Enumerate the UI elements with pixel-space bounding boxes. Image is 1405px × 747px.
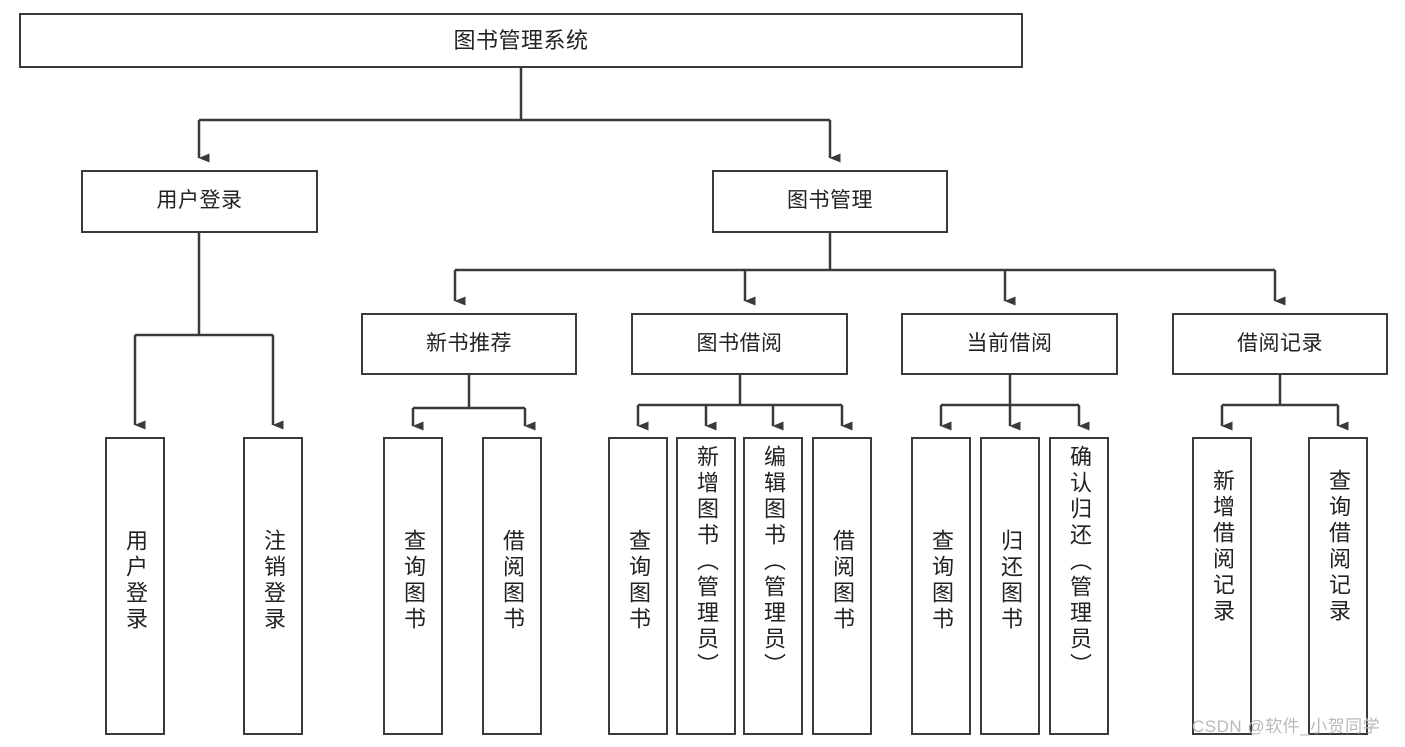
leaf-node-borrow-book-recommendation[interactable]: 借阅图书 — [482, 437, 542, 735]
node-label: 查询借阅记录 — [1326, 469, 1351, 625]
leaf-node-edit-book-admin[interactable]: 编辑图书（管理员） — [743, 437, 803, 735]
node-label: 借阅图书 — [500, 529, 525, 633]
node-label: 图书管理 — [787, 189, 873, 213]
node-current-borrow[interactable]: 当前借阅 — [901, 313, 1118, 375]
leaf-node-return-book[interactable]: 归还图书 — [980, 437, 1040, 735]
node-label: 归还图书 — [998, 529, 1023, 633]
node-book-borrow[interactable]: 图书借阅 — [631, 313, 848, 375]
node-label: 借阅记录 — [1237, 331, 1323, 355]
node-label: 注销登录 — [261, 529, 286, 633]
node-label: 编辑图书（管理员） — [761, 445, 786, 679]
node-new-book-recommendation[interactable]: 新书推荐 — [361, 313, 577, 375]
leaf-node-logout-login[interactable]: 注销登录 — [243, 437, 303, 735]
leaf-node-add-book-admin[interactable]: 新增图书（管理员） — [676, 437, 736, 735]
node-label: 借阅图书 — [830, 529, 855, 633]
leaf-node-user-login[interactable]: 用户登录 — [105, 437, 165, 735]
node-label: 图书借阅 — [696, 331, 783, 355]
leaf-node-borrow-book[interactable]: 借阅图书 — [812, 437, 872, 735]
node-label: 图书管理系统 — [453, 27, 589, 53]
node-label: 当前借阅 — [966, 331, 1053, 355]
node-label: 用户登录 — [156, 189, 243, 213]
leaf-node-query-borrow-record[interactable]: 查询借阅记录 — [1308, 437, 1368, 735]
leaf-node-confirm-return-admin[interactable]: 确认归还（管理员） — [1049, 437, 1109, 735]
node-label: 新书推荐 — [426, 331, 512, 355]
leaf-node-query-book-recommendation[interactable]: 查询图书 — [383, 437, 443, 735]
node-borrow-record[interactable]: 借阅记录 — [1172, 313, 1388, 375]
node-label: 新增借阅记录 — [1210, 469, 1235, 625]
leaf-node-query-book-current[interactable]: 查询图书 — [911, 437, 971, 735]
node-label: 确认归还（管理员） — [1067, 445, 1092, 679]
node-user-login[interactable]: 用户登录 — [81, 170, 318, 233]
node-label: 新增图书（管理员） — [694, 445, 719, 679]
leaf-node-add-borrow-record[interactable]: 新增借阅记录 — [1192, 437, 1252, 735]
node-label: 查询图书 — [626, 529, 651, 633]
leaf-node-query-book-borrow[interactable]: 查询图书 — [608, 437, 668, 735]
node-label: 查询图书 — [401, 529, 426, 633]
node-label: 查询图书 — [929, 529, 954, 633]
node-book-management[interactable]: 图书管理 — [712, 170, 948, 233]
node-label: 用户登录 — [123, 529, 148, 633]
node-root-book-management-system[interactable]: 图书管理系统 — [19, 13, 1023, 68]
csdn-watermark: CSDN @软件_小贺同学 — [1192, 717, 1381, 736]
